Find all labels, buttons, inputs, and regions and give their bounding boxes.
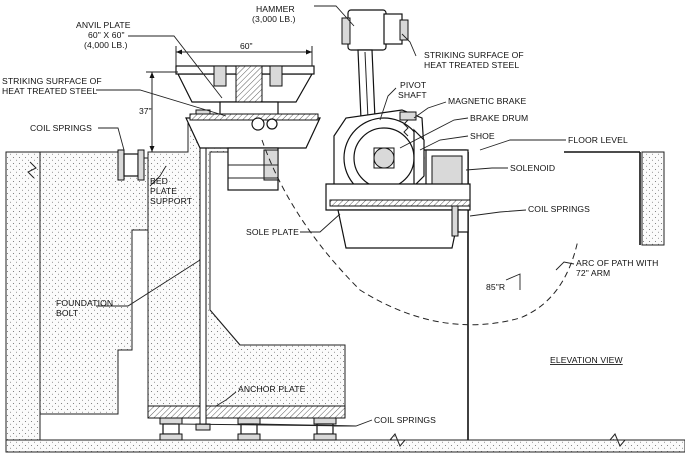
ground-left <box>5 151 171 441</box>
label-arc-path-2: 72" ARM <box>576 268 610 278</box>
label-support: SUPPORT <box>150 196 193 206</box>
label-bolt: BOLT <box>56 308 79 318</box>
label-anvil-weight: (4,000 LB.) <box>84 40 128 50</box>
label-arc-path-1: ARC OF PATH WITH <box>576 258 658 268</box>
label-striking-surface-right-2: HEAT TREATED STEEL <box>424 60 519 70</box>
label-sole-plate: SOLE PLATE <box>246 227 299 237</box>
label-striking-surface-right-1: STRIKING SURFACE OF <box>424 50 524 60</box>
label-elevation-view: ELEVATION VIEW <box>550 355 623 365</box>
arc-path <box>261 139 579 326</box>
dimension-37-label: 37" <box>139 106 152 116</box>
label-shaft: SHAFT <box>398 90 427 100</box>
label-shoe: SHOE <box>470 131 495 141</box>
label-anvil-size: 60" X 60" <box>88 30 125 40</box>
label-bed: BED <box>150 176 168 186</box>
label-coil-springs-bottom: COIL SPRINGS <box>374 415 436 425</box>
label-solenoid: SOLENOID <box>510 163 555 173</box>
label-coil-springs-right: COIL SPRINGS <box>528 204 590 214</box>
dimension-37: 37" <box>139 71 178 152</box>
label-foundation: FOUNDATION <box>56 298 113 308</box>
label-radius: 85"R <box>486 282 505 292</box>
label-floor-level: FLOOR LEVEL <box>568 135 628 145</box>
label-coil-springs-left: COIL SPRINGS <box>30 123 92 133</box>
brake-assembly <box>325 109 471 249</box>
label-striking-surface-left-2: HEAT TREATED STEEL <box>2 86 97 96</box>
label-hammer: HAMMER <box>256 4 295 14</box>
label-pivot: PIVOT <box>400 80 427 90</box>
anchor-plate <box>147 405 346 419</box>
left-coil-spring <box>117 149 145 181</box>
label-striking-surface-left-1: STRIKING SURFACE OF <box>2 76 102 86</box>
label-magnetic-brake: MAGNETIC BRAKE <box>448 96 526 106</box>
label-plate: PLATE <box>150 186 177 196</box>
label-anvil-plate: ANVIL PLATE <box>76 20 131 30</box>
text-labels: ANVIL PLATE 60" X 60" (4,000 LB.) HAMMER… <box>2 4 658 425</box>
dimension-60: 60" <box>175 41 313 66</box>
bottom-coil-springs <box>159 417 337 441</box>
leader-lines <box>96 5 575 427</box>
ground-bottom <box>5 161 685 453</box>
label-anchor-plate: ANCHOR PLATE <box>238 384 306 394</box>
ground-right <box>467 151 665 440</box>
label-hammer-weight: (3,000 LB.) <box>252 14 296 24</box>
dimension-60-label: 60" <box>240 41 253 51</box>
anvil-assembly <box>175 65 321 191</box>
label-brake-drum: BRAKE DRUM <box>470 113 528 123</box>
